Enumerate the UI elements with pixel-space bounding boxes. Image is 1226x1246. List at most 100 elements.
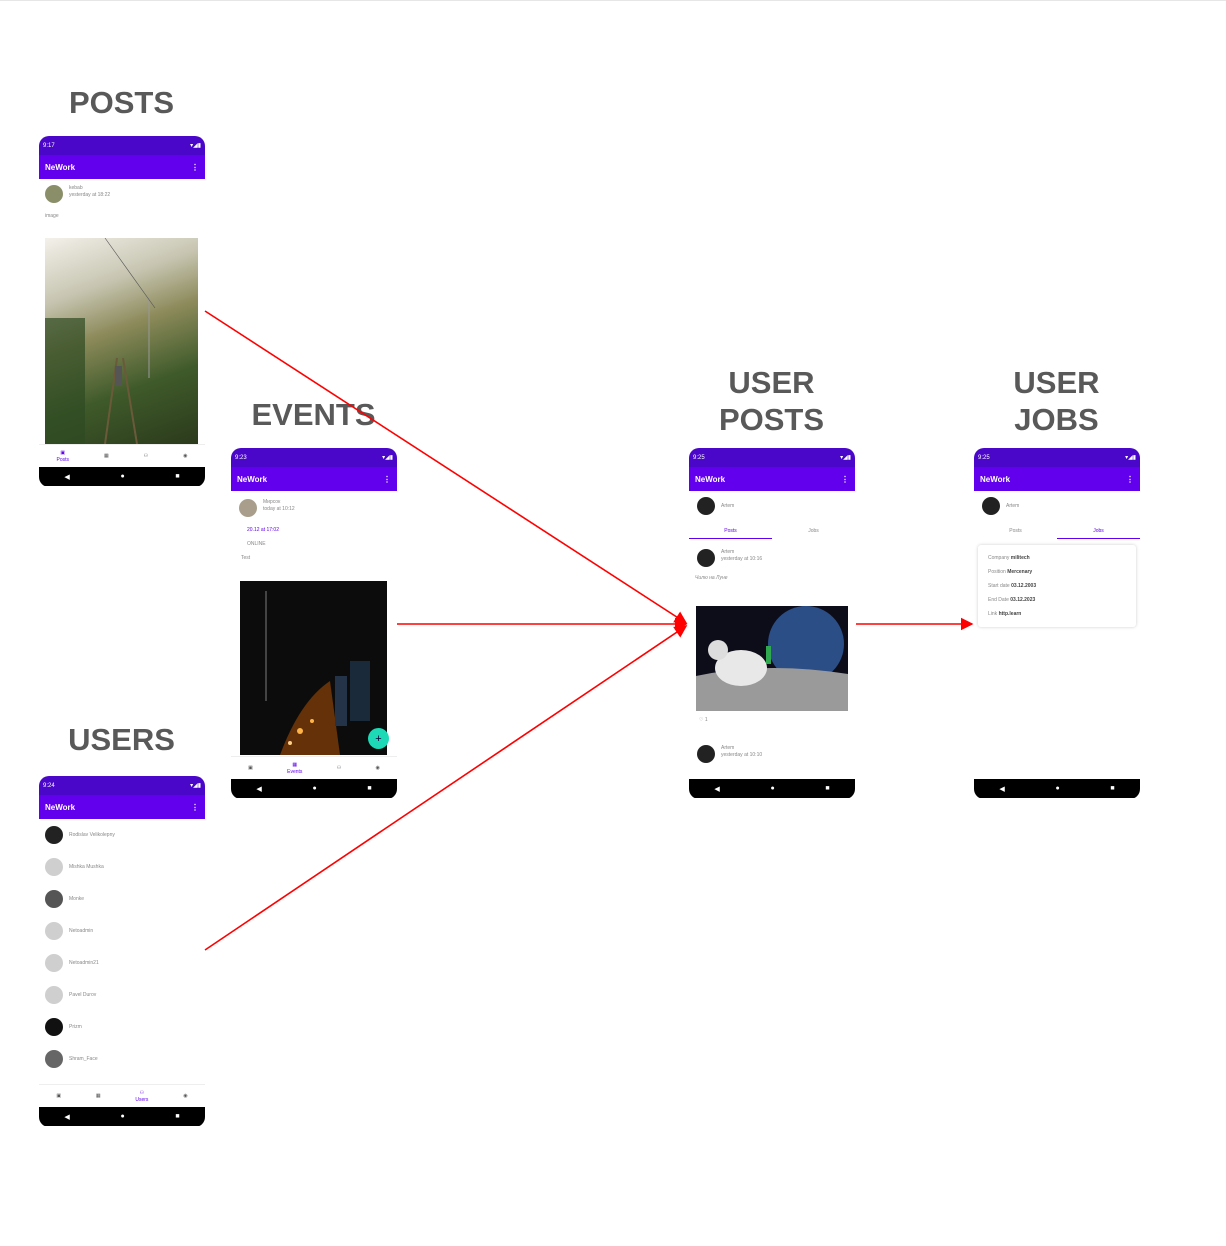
- nav-users[interactable]: ⚇: [337, 765, 341, 771]
- nav-users[interactable]: ⚇Users: [135, 1090, 148, 1103]
- avatar: [45, 1018, 63, 1036]
- home-icon[interactable]: ●: [120, 1113, 125, 1120]
- home-icon[interactable]: ●: [312, 785, 317, 792]
- nav-events[interactable]: ▦Events: [287, 762, 302, 775]
- nav-posts[interactable]: ▣: [56, 1093, 61, 1099]
- list-item[interactable]: Prizm: [39, 1011, 205, 1043]
- status-bar: 9:25 ▾◢▮: [689, 448, 855, 467]
- avatar: [45, 986, 63, 1004]
- list-item[interactable]: Rodislav Velikolepny: [39, 819, 205, 851]
- signal-icon: ▾◢▮: [840, 455, 851, 461]
- list-item[interactable]: Mishka Mushka: [39, 851, 205, 883]
- tab-posts[interactable]: Posts: [1009, 528, 1022, 534]
- avatar: [45, 826, 63, 844]
- avatar: [697, 497, 715, 515]
- recents-icon[interactable]: ■: [825, 785, 830, 792]
- nav-users[interactable]: ⚇: [144, 453, 148, 459]
- more-icon[interactable]: ⋮: [191, 162, 199, 172]
- post-image: [696, 606, 848, 711]
- status-time: 9:23: [235, 454, 247, 461]
- nav-profile[interactable]: ◉: [375, 765, 379, 771]
- bottom-nav: ▣ ▦ ⚇Users ◉: [39, 1084, 205, 1107]
- more-icon[interactable]: ⋮: [191, 802, 199, 812]
- system-nav: ◀ ● ■: [39, 1107, 205, 1126]
- nav-events[interactable]: ▦: [104, 453, 109, 459]
- app-bar: NeWork ⋮: [689, 467, 855, 491]
- user-name: Netoadmin: [69, 928, 94, 934]
- more-icon[interactable]: ⋮: [841, 474, 849, 484]
- app-title: NeWork: [695, 474, 726, 484]
- post-published: yesterday at 10:10: [721, 752, 763, 758]
- list-item[interactable]: Netoadmin: [39, 915, 205, 947]
- more-icon[interactable]: ⋮: [383, 474, 391, 484]
- post-card[interactable]: kebab yesterday at 18:22 image +: [39, 179, 205, 479]
- job-card[interactable]: Company militech Position Mercenary Star…: [978, 545, 1136, 627]
- label-posts: POSTS: [68, 85, 175, 120]
- users-screen: 9:24▾◢▮ NeWork ⋮ Rodislav Velikolepny Mi…: [39, 776, 205, 1127]
- list-item[interactable]: Shram_Face: [39, 1043, 205, 1075]
- posts-icon: ▣: [248, 765, 253, 771]
- home-icon[interactable]: ●: [1055, 785, 1060, 792]
- list-item[interactable]: Monke: [39, 883, 205, 915]
- system-nav: ◀ ● ■: [689, 779, 855, 798]
- nav-posts[interactable]: ▣: [248, 765, 253, 771]
- app-title: NeWork: [45, 162, 76, 172]
- event-card[interactable]: Мирсок today at 10:12 20.12 at 17:02 ONL…: [231, 491, 397, 755]
- post-content: Чилю на Луне: [695, 575, 728, 581]
- post-author: Artem: [721, 745, 735, 751]
- avatar: [45, 922, 63, 940]
- status-bar: 9:25▾◢▮: [974, 448, 1140, 467]
- avatar: [697, 745, 715, 763]
- recents-icon[interactable]: ■: [175, 473, 180, 480]
- status-time: 9:17: [43, 142, 55, 149]
- nav-profile[interactable]: ◉: [183, 453, 187, 459]
- tab-posts[interactable]: Posts: [689, 523, 772, 539]
- tab-jobs[interactable]: Jobs: [808, 528, 819, 534]
- system-nav: ◀ ● ■: [974, 779, 1140, 798]
- back-icon[interactable]: ◀: [64, 473, 70, 481]
- nav-events-label: Events: [287, 768, 303, 775]
- home-icon[interactable]: ●: [120, 473, 125, 480]
- add-event-button[interactable]: +: [368, 728, 389, 749]
- user-posts-screen: 9:25▾◢▮ NeWork ⋮ Artem Posts Jobs Artem …: [689, 448, 855, 799]
- back-icon[interactable]: ◀: [714, 785, 720, 793]
- bottom-nav: ▣ ▦Events ⚇ ◉: [231, 756, 397, 779]
- position-value: Mercenary: [1007, 569, 1033, 575]
- label-users: USERS: [68, 722, 175, 757]
- back-icon[interactable]: ◀: [256, 785, 262, 793]
- recents-icon[interactable]: ■: [1110, 785, 1115, 792]
- events-icon: ▦: [95, 1093, 101, 1099]
- railway-illustration: [45, 237, 156, 445]
- back-icon[interactable]: ◀: [64, 1113, 70, 1121]
- nav-posts[interactable]: ▣Posts: [56, 450, 69, 463]
- post-published: yesterday at 18:22: [69, 192, 111, 198]
- users-icon: ⚇: [336, 765, 342, 771]
- events-icon: ▦: [292, 761, 298, 768]
- users-list: Rodislav Velikolepny Mishka Mushka Monke…: [39, 819, 205, 1084]
- like-button[interactable]: ♡ 1: [699, 717, 708, 724]
- profile-icon: ◉: [183, 453, 188, 459]
- more-icon[interactable]: ⋮: [1126, 474, 1134, 484]
- link-label: Link: [988, 611, 998, 617]
- link-value[interactable]: http.learn: [998, 611, 1022, 617]
- recents-icon[interactable]: ■: [367, 785, 372, 792]
- posts-icon: ▣: [56, 1093, 62, 1099]
- home-icon[interactable]: ●: [770, 785, 775, 792]
- avatar[interactable]: [239, 499, 257, 517]
- status-time: 9:25: [693, 454, 705, 461]
- nav-profile[interactable]: ◉: [183, 1093, 187, 1099]
- list-item[interactable]: Netoadmin21: [39, 947, 205, 979]
- tab-jobs[interactable]: Jobs: [1057, 523, 1140, 539]
- avatar[interactable]: [45, 185, 63, 203]
- signal-icon: ▾◢▮: [382, 455, 393, 461]
- recents-icon[interactable]: ■: [175, 1113, 180, 1120]
- back-icon[interactable]: ◀: [999, 785, 1005, 793]
- nav-users-label: Users: [135, 1096, 149, 1103]
- event-datetime: 20.12 at 17:02: [247, 527, 279, 533]
- nav-events[interactable]: ▦: [96, 1093, 101, 1099]
- list-item[interactable]: Pavel Durov: [39, 979, 205, 1011]
- post-published: yesterday at 10:16: [721, 556, 763, 562]
- app-bar: NeWork ⋮: [974, 467, 1140, 491]
- profile-tabs: Posts Jobs: [689, 523, 855, 539]
